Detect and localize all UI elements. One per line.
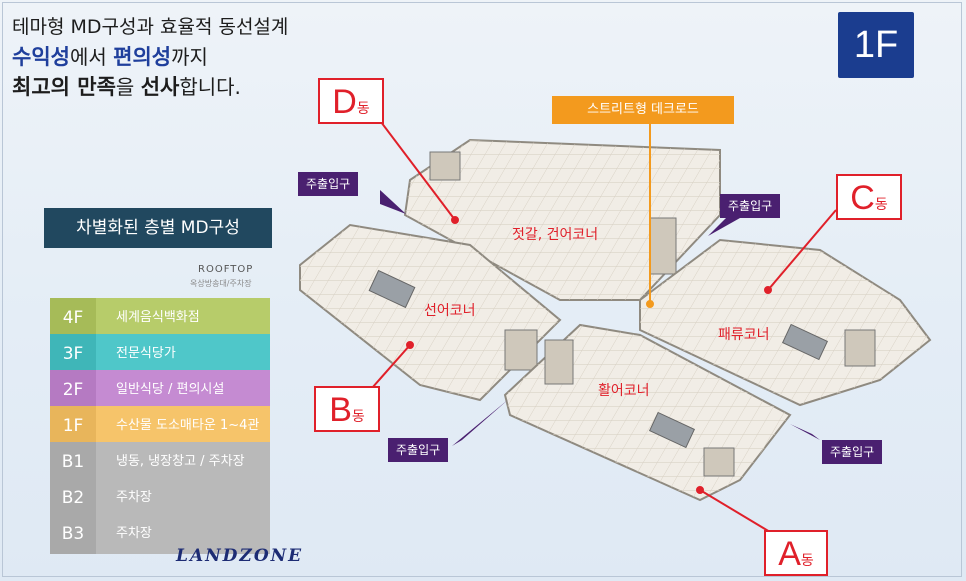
main-entrance-label-ne: 주출입구 <box>720 194 781 218</box>
floor-tier-face <box>96 370 270 410</box>
floor-tier: 4F 세계음식백화점 <box>50 298 270 338</box>
zone-letter: A <box>778 535 801 573</box>
zone-suffix: 동 <box>356 100 370 116</box>
floor-tier-face <box>96 514 270 554</box>
floor-tier: B1 냉동, 냉장창고 / 주차장 <box>50 442 270 482</box>
floor-tier: 1F 수산물 도소매타운 1~4관 <box>50 406 270 446</box>
building-d-plan <box>403 138 721 301</box>
headline-text: 합니다. <box>179 75 241 99</box>
building-a-plan <box>503 323 792 502</box>
zone-letter: C <box>850 179 875 217</box>
brand-logo: LANDZONE <box>176 546 304 566</box>
rooftop-label: ROOFTOP <box>198 264 254 275</box>
floor-tier: B2 주차장 <box>50 478 270 518</box>
zone-leader-lines <box>371 117 837 533</box>
floor-tier-desc: 일반식당 / 편의시설 <box>116 382 225 397</box>
floor-tier-level: B1 <box>50 442 96 482</box>
headline-line-2: 수익성에서 편의성까지 <box>12 42 288 72</box>
floor-tier-face <box>96 406 270 446</box>
rooftop-sublabel: 옥상방송대/주차장 <box>190 279 252 288</box>
zone-suffix: 동 <box>351 408 365 424</box>
floor-tier-desc: 수산물 도소매타운 1~4관 <box>116 418 260 433</box>
zone-letter: B <box>329 391 352 429</box>
zone-label-d: D동 <box>318 78 384 124</box>
floor-tier-level: 1F <box>50 406 96 446</box>
floor-tier-desc: 주차장 <box>116 490 152 505</box>
headline: 테마형 MD구성과 효율적 동선설계 수익성에서 편의성까지 최고의 만족을 선… <box>12 12 288 102</box>
headline-profit: 수익성 <box>12 45 70 69</box>
corner-label-b: 선어코너 <box>424 303 476 319</box>
floor-tier-desc: 세계음식백화점 <box>116 310 200 325</box>
floor-tier: B3 주차장 <box>50 514 270 554</box>
floor-tier: 2F 일반식당 / 편의시설 <box>50 370 270 410</box>
floor-tier-face <box>96 334 270 374</box>
building-c-plan <box>639 238 932 407</box>
headline-line-1: 테마형 MD구성과 효율적 동선설계 <box>12 16 289 38</box>
floor-tier-face <box>96 478 270 518</box>
headline-text: 을 <box>115 75 141 99</box>
street-deck-label: 스트리트형 데크로드 <box>552 96 734 124</box>
corner-label-c: 패류코너 <box>718 327 770 343</box>
headline-convenience: 편의성 <box>113 45 172 69</box>
main-entrance-label-se: 주출입구 <box>822 440 883 464</box>
zone-suffix: 동 <box>874 196 888 212</box>
building-b-plan <box>299 223 562 402</box>
main-entrance-label-sw: 주출입구 <box>388 438 449 462</box>
floor-badge: 1F <box>838 12 914 78</box>
corner-label-a: 활어코너 <box>598 383 650 399</box>
floor-tier-level: 4F <box>50 298 96 338</box>
floor-tier-level: 2F <box>50 370 96 410</box>
zone-letter: D <box>332 83 357 121</box>
zone-suffix: 동 <box>800 552 814 568</box>
floor-tier-face <box>96 298 270 338</box>
headline-text: 에서 <box>69 45 114 69</box>
floor-tier-level: B3 <box>50 514 96 554</box>
floor-tier-level: 3F <box>50 334 96 374</box>
corner-label-d: 젓갈, 건어코너 <box>512 227 599 243</box>
zone-label-a: A동 <box>764 530 828 576</box>
floor-tier-desc: 주차장 <box>116 526 152 541</box>
headline-offer: 선사 <box>140 75 180 99</box>
floor-tier-desc: 전문식당가 <box>116 346 176 361</box>
street-leader <box>646 124 654 308</box>
floor-tier-desc: 냉동, 냉장창고 / 주차장 <box>116 454 245 469</box>
headline-line-3: 최고의 만족을 선사합니다. <box>12 72 288 102</box>
floor-tier: 3F 전문식당가 <box>50 334 270 374</box>
main-entrance-label-nw: 주출입구 <box>298 172 359 196</box>
md-panel-title: 차별화된 층별 MD구성 <box>44 208 272 248</box>
entrance-pointers <box>380 190 820 446</box>
zone-label-c: C동 <box>836 174 902 220</box>
headline-text: 까지 <box>171 45 208 69</box>
zone-label-b: B동 <box>314 386 380 432</box>
floor-tier-face <box>96 442 270 482</box>
headline-satisfaction: 최고의 만족 <box>12 75 116 99</box>
floor-tier-level: B2 <box>50 478 96 518</box>
